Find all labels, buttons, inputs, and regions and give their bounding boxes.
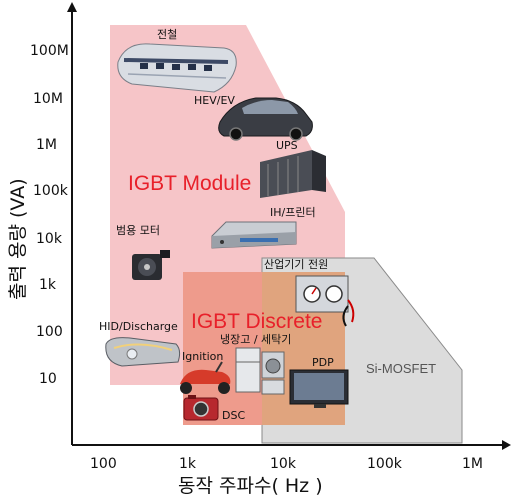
si-mosfet-label: Si-MOSFET: [366, 361, 436, 376]
ups-label: UPS: [276, 139, 298, 152]
y-tick-1M: 1M: [36, 137, 57, 153]
x-axis-title: 동작 주파수( Hz ): [178, 475, 323, 497]
camera-icon: [183, 395, 219, 421]
fridge-washer-label: 냉장고 / 세탁기: [220, 333, 291, 346]
y-tick-100k: 100k: [33, 183, 69, 199]
igbt-discrete-label: IGBT Discrete: [191, 310, 322, 333]
y-axis-arrow: [67, 2, 77, 12]
x-tick-100k: 100k: [367, 456, 403, 472]
x-tick-1k: 1k: [179, 456, 197, 472]
pdp-label: PDP: [312, 356, 334, 369]
tv-icon: [289, 369, 349, 408]
dsc-label: DSC: [222, 409, 245, 422]
train-icon: [117, 43, 237, 93]
y-tick-10M: 10M: [33, 91, 63, 107]
y-tick-10k: 10k: [36, 231, 63, 247]
power-supply-icon: [295, 275, 355, 327]
ih-cooker-icon: [211, 221, 297, 249]
train-label: 전철: [157, 28, 177, 41]
industrial-power-label: 산업기기 전원: [264, 258, 328, 271]
y-tick-10: 10: [39, 371, 57, 387]
motor-label: 범용 모터: [116, 224, 160, 237]
motor-icon: [132, 250, 170, 280]
x-axis-arrow: [502, 440, 511, 450]
y-tick-1k: 1k: [39, 277, 57, 293]
x-tick-1M: 1M: [462, 456, 483, 472]
hev-label: HEV/EV: [194, 94, 235, 107]
igbt-module-label: IGBT Module: [128, 172, 251, 195]
hid-label: HID/Discharge: [99, 320, 178, 333]
car-icon: [218, 97, 313, 141]
ups-server-icon: [260, 150, 326, 198]
x-tick-100: 100: [90, 456, 117, 472]
ignition-label: Ignition: [182, 350, 223, 363]
headlamp-icon: [105, 337, 181, 367]
ih-printer-label: IH/프린터: [270, 206, 316, 219]
scooter-icon: [180, 361, 231, 394]
y-tick-100: 100: [36, 324, 63, 340]
x-tick-10k: 10k: [270, 456, 297, 472]
y-axis-title: 출력 용량 (VA): [7, 178, 29, 300]
fridge-washer-icon: [235, 347, 285, 395]
y-tick-100M: 100M: [30, 43, 69, 59]
